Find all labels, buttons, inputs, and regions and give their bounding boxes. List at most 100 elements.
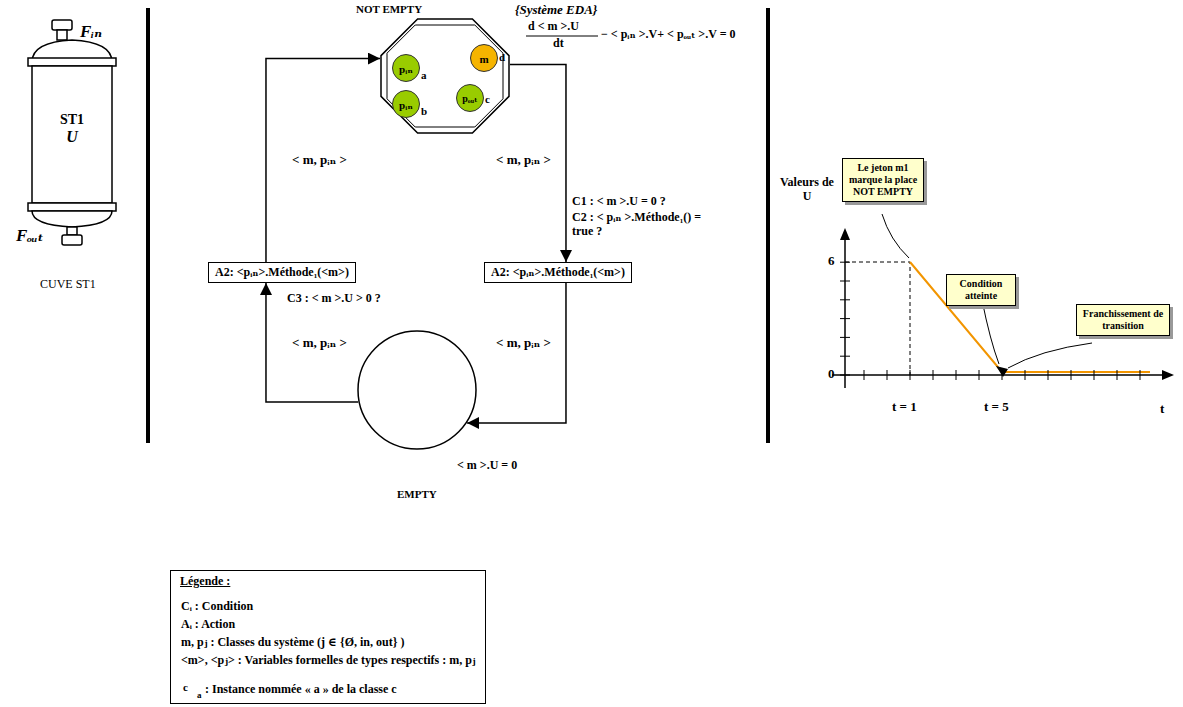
axis-tick xyxy=(1094,370,1095,380)
node-subtext: EMPTY xyxy=(397,488,437,500)
axis-tick xyxy=(956,370,957,380)
callout-box: Le jeton m1 marque la place NOT EMPTY xyxy=(842,158,924,202)
text-label: Légende : xyxy=(180,575,230,589)
node-text: m xyxy=(471,45,497,73)
valve-stem xyxy=(57,30,67,40)
text-label: 0 xyxy=(828,367,835,382)
token: pᵢₙb xyxy=(392,90,420,118)
node-text: pᵢₙ xyxy=(393,55,419,83)
node-text: Le jeton m1 marque la place NOT EMPTY xyxy=(846,162,920,198)
node-subtext: a xyxy=(421,69,427,81)
axis-tick xyxy=(1002,370,1003,380)
legend-entry: m, pⱼ : Classes du système (j ∈ {Ø, in, … xyxy=(181,635,404,650)
text-label: t = 5 xyxy=(984,400,1009,415)
node-text: pₒᵤₜ xyxy=(457,85,483,113)
transition-box: A2: <pᵢₙ>.Méthode₁(<m>) xyxy=(484,262,632,283)
node-subtext: d xyxy=(499,51,505,63)
text-label: − < pᵢₙ >.V+ < pₒᵤₜ >.V = 0 xyxy=(601,28,735,42)
text-label: Fᵢₙ xyxy=(80,22,102,42)
separator-bar xyxy=(766,8,770,443)
guide-line xyxy=(845,262,910,375)
axis-tick xyxy=(1140,370,1141,380)
text-label: CUVE ST1 xyxy=(40,278,96,292)
leader-line xyxy=(982,300,999,364)
text-label: c xyxy=(183,681,188,694)
text-label: t xyxy=(1160,402,1164,417)
text-label: {Système EDA} xyxy=(515,3,597,18)
tank-shell xyxy=(32,66,112,203)
axis-arrow xyxy=(840,228,850,240)
text-label: C3 : < m >.U > 0 ? xyxy=(287,292,381,306)
transition-box: A2: <pᵢₙ>.Méthode₁(<m>) xyxy=(208,262,356,283)
axis-tick xyxy=(840,356,850,357)
callout-box: Condition atteinte xyxy=(946,274,1016,306)
text-label: t = 1 xyxy=(892,400,917,415)
token: pᵢₙa xyxy=(392,54,420,82)
arc-connector xyxy=(266,59,380,262)
node-text: ST1 xyxy=(42,112,102,128)
place-octagon: NOT EMPTYpᵢₙamdpᵢₙbpₒᵤₜc xyxy=(380,18,510,134)
axis-tick xyxy=(1025,370,1026,380)
node-text: < m >.U = 0 xyxy=(457,458,517,473)
node-text: Condition atteinte xyxy=(950,278,1012,302)
callout-box: Franchissement de transition xyxy=(1076,304,1170,336)
axis-tick xyxy=(864,370,865,380)
circle-border xyxy=(358,331,476,449)
node-text: Franchissement de transition xyxy=(1080,308,1166,332)
text-label: C2 : < pᵢₙ >.Méthode₁() = true ? xyxy=(572,211,722,239)
axis-arrow xyxy=(1162,370,1174,380)
octagon-border xyxy=(387,25,503,127)
arc-label: < m, pᵢₙ > xyxy=(494,335,553,351)
arc-label: < m, pᵢₙ > xyxy=(494,152,553,168)
legend-entry: <m>, <pⱼ> : Variables formelles de types… xyxy=(181,653,476,668)
token: pₒᵤₜc xyxy=(456,84,484,112)
tank-drawing xyxy=(28,20,116,245)
node-text: A2: <pᵢₙ>.Méthode₁(<m>) xyxy=(215,265,349,280)
separator-bar xyxy=(146,8,150,443)
text-label: C1 : < m >.U = 0 ? xyxy=(572,195,666,209)
place-circle: < m >.U = 0EMPTY xyxy=(357,330,477,450)
flange xyxy=(28,203,116,211)
axis-tick xyxy=(840,262,850,263)
axis-tick xyxy=(887,370,888,380)
axis-tick xyxy=(840,337,850,338)
axis-tick xyxy=(1071,370,1072,380)
token: md xyxy=(470,44,498,72)
chart xyxy=(832,214,1174,388)
axis-tick xyxy=(840,281,850,282)
arc-connector xyxy=(467,283,566,423)
text-label: dt xyxy=(553,37,564,51)
tank-bottom xyxy=(32,211,112,227)
flange xyxy=(28,58,116,66)
axis-tick xyxy=(979,370,980,380)
valve-stem xyxy=(67,227,77,235)
axis-tick xyxy=(840,299,850,300)
y-axis xyxy=(844,236,846,388)
tank-label-area: ST1U xyxy=(42,112,102,160)
text-label: d < m >.U xyxy=(528,20,579,34)
node-subtext: U xyxy=(42,128,102,146)
text-label: 6 xyxy=(828,254,835,269)
leader-line xyxy=(882,214,909,258)
node-text: NOT EMPTY xyxy=(356,3,422,15)
axis-tick xyxy=(933,370,934,380)
text-label: a xyxy=(197,690,202,700)
valve xyxy=(62,235,82,245)
text-label: Valeurs de U xyxy=(778,176,836,204)
x-axis xyxy=(832,374,1166,376)
axis-tick xyxy=(910,370,911,380)
legend-entry: Aᵢ : Action xyxy=(181,617,235,632)
node-subtext: b xyxy=(421,105,427,117)
text-label: Fₒᵤₜ xyxy=(16,226,44,246)
arc-label: < m, pᵢₙ > xyxy=(290,335,349,351)
legend-box: Cᵢ : Condition Aᵢ : Action m, pⱼ : Classes… xyxy=(170,570,486,704)
valve xyxy=(52,20,72,30)
legend-entry: Cᵢ : Condition xyxy=(181,599,253,614)
node-text: A2: <pᵢₙ>.Méthode₁(<m>) xyxy=(491,265,625,280)
leader-line xyxy=(1008,343,1092,368)
legend-entry: : Instance nommée « a » de la classe c xyxy=(205,682,397,697)
node-text: pᵢₙ xyxy=(393,91,419,119)
axis-tick xyxy=(1048,370,1049,380)
axis-tick xyxy=(1117,370,1118,380)
arc-label: < m, pᵢₙ > xyxy=(290,152,349,168)
